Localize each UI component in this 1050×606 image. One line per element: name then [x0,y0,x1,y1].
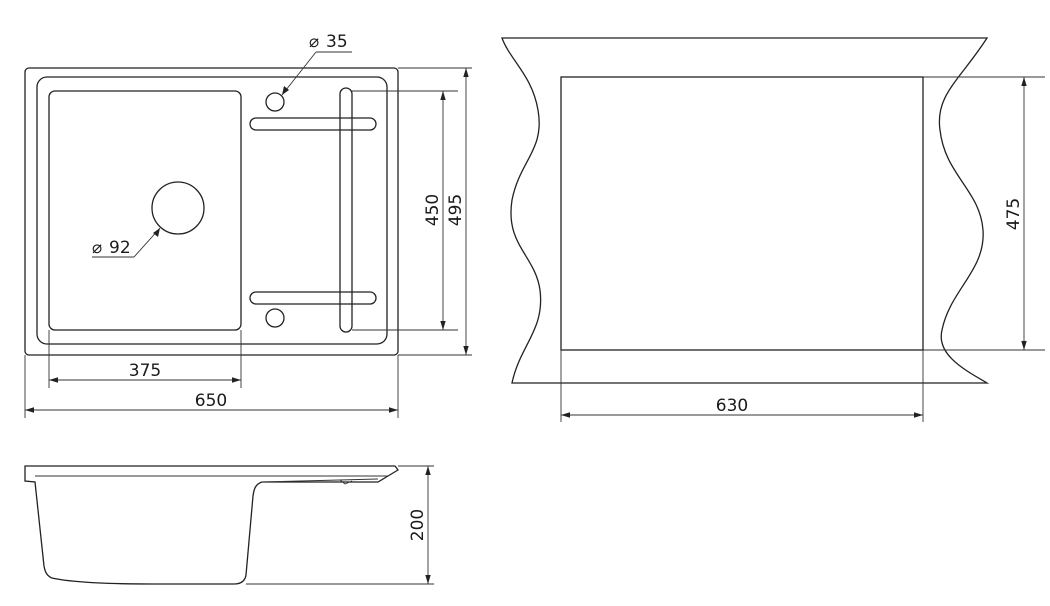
overall-width-label: 650 [195,391,227,411]
drain-hole-diameter-label: 92 [109,238,131,258]
bowl-width-label: 375 [129,361,161,381]
depth-label: 200 [408,509,428,541]
bowl-width-dimension: 375 [48,330,242,388]
countertop-cutout-view [501,37,990,384]
cutout-height-label: 475 [1004,198,1024,230]
drain-hole [151,181,205,235]
cutout-width-dimension: 630 [560,350,924,422]
tap-hole-top [265,92,285,112]
tap-hole-diameter-symbol: ⌀ [309,32,319,52]
side-profile-outline [24,465,399,585]
bowl-outline [48,90,242,331]
tap-hole-dimension: ⌀ 35 [281,32,352,96]
overall-width-dimension: 650 [24,355,399,418]
overall-height-label: 495 [446,194,466,226]
drain-hole-dimension: ⌀ 92 [92,227,161,258]
drain-hole-diameter-symbol: ⌀ [92,238,102,258]
drainboard-ribs [249,87,377,333]
cutout-rectangle [560,76,924,351]
inner-height-label: 450 [423,194,443,226]
depth-dimension: 200 [246,465,434,585]
countertop-outline [501,37,990,384]
sink-side-view [24,465,399,585]
tap-hole-diameter-label: 35 [326,32,348,52]
inner-height-dimension: 450 [352,90,458,331]
sink-top-view [24,67,399,356]
sink-rim-outline [36,76,388,345]
cutout-width-label: 630 [716,396,748,416]
tap-hole-bottom [265,308,285,328]
cutout-height-dimension: 475 [923,76,1045,351]
sink-outer-outline [24,67,399,356]
overall-height-dimension: 495 [398,67,472,356]
